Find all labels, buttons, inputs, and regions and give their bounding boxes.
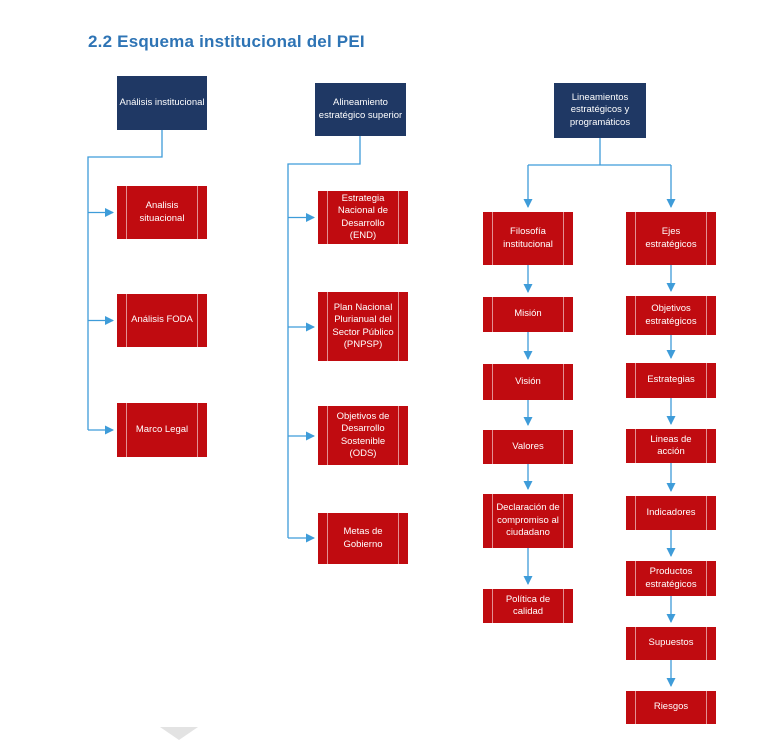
header-analisis-institucional: Análisis institucional <box>117 76 207 130</box>
header-alineamiento-estrategico: Alineamiento estratégico superior <box>315 83 406 136</box>
node-politica-de-calidad: Política de calidad <box>483 589 573 623</box>
node-analisis-situacional: Analisis situacional <box>117 186 207 239</box>
header-lineamientos-estrategicos: Lineamientos estratégicos y programático… <box>554 83 646 138</box>
connector-col3-stem <box>528 138 671 166</box>
node-filosofia-institucional: Filosofía institucional <box>483 212 573 265</box>
section-title: 2.2 Esquema institucional del PEI <box>88 32 365 51</box>
node-ejes-estrategicos: Ejes estratégicos <box>626 212 716 265</box>
node-supuestos: Supuestos <box>626 627 716 660</box>
connector-col1-stem <box>87 130 163 430</box>
node-valores: Valores <box>483 430 573 464</box>
node-estrategia-nacional-desarrollo: Estrategia Nacional de Desarrollo (END) <box>318 191 408 244</box>
node-marco-legal: Marco Legal <box>117 403 207 457</box>
node-vision: Visión <box>483 364 573 400</box>
node-metas-de-gobierno: Metas de Gobierno <box>318 513 408 564</box>
node-lineas-de-accion: Lineas de acción <box>626 429 716 463</box>
node-objetivos-desarrollo-sostenible: Objetivos de Desarrollo Sostenible (ODS) <box>318 406 408 465</box>
node-declaracion-compromiso-ciudadano: Declaración de compromiso al ciudadano <box>483 494 573 548</box>
node-riesgos: Riesgos <box>626 691 716 724</box>
node-estrategias: Estrategias <box>626 363 716 398</box>
node-indicadores: Indicadores <box>626 496 716 530</box>
node-objetivos-estrategicos: Objetivos estratégicos <box>626 296 716 335</box>
node-productos-estrategicos: Productos estratégicos <box>626 561 716 596</box>
node-plan-nacional-plurianual: Plan Nacional Plurianual del Sector Públ… <box>318 292 408 361</box>
scroll-down-indicator-icon[interactable] <box>160 727 198 740</box>
node-mision: Misión <box>483 297 573 332</box>
node-analisis-foda: Análisis FODA <box>117 294 207 347</box>
